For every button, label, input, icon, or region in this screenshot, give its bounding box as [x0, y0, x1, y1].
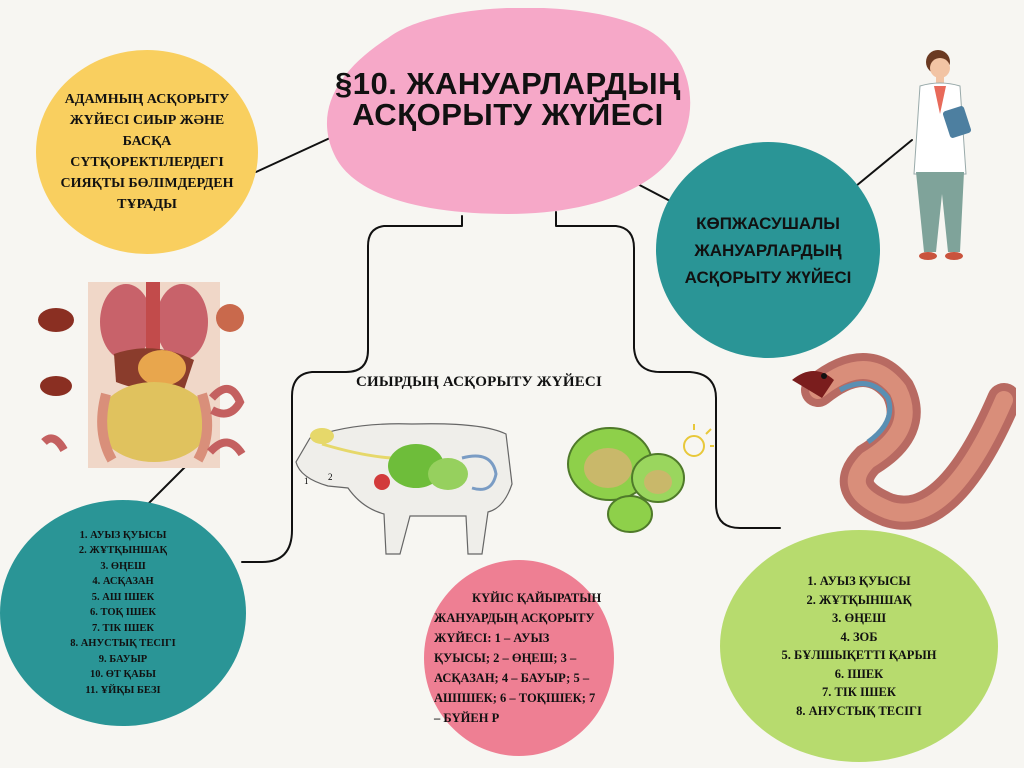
- list-item: 9. БАУЫР: [98, 653, 148, 665]
- list-item: 7. ТІК ІШЕК: [822, 685, 896, 699]
- list-item: 5. АШ ІШЕК: [91, 591, 155, 603]
- cow-section-label: СИЫРДЫҢ АСҚОРЫТУ ЖҮЙЕСІ: [356, 374, 602, 390]
- list-item: 6. ІШЕК: [834, 666, 884, 681]
- human-digestive-note-text: АДАМНЫҢ АСҚОРЫТУ ЖҮЙЕСІ СИЫР ЖӘНЕ БАСҚА …: [60, 92, 234, 212]
- title-blob: [327, 8, 691, 214]
- doctor-illustration: [913, 50, 972, 260]
- ruminant-digestive-note: КҮЙІС ҚАЙЫРАТЫН ЖАНУАРДЫҢ АСҚОРЫТУ ЖҮЙЕС…: [424, 560, 614, 756]
- list-item: 6. ТОҚ ІШЕК: [89, 607, 156, 619]
- list-item: 7. ТІК ІШЕК: [91, 622, 155, 634]
- list-item: 4. АСҚАЗАН: [92, 576, 154, 588]
- list-item: 10. ӨТ ҚАБЫ: [90, 669, 156, 681]
- ruminant-digestive-note-text: КҮЙІС ҚАЙЫРАТЫН ЖАНУАРДЫҢ АСҚОРЫТУ ЖҮЙЕС…: [434, 591, 602, 725]
- list-item: 4. ЗОБ: [840, 629, 878, 644]
- connector-title-to-human-note: [255, 137, 331, 173]
- list-item: 8. АНУСТЫҚ ТЕСІГІ: [70, 638, 176, 650]
- multicellular-animals-circle: КӨПЖАСУШАЛЫ ЖАНУАРЛАРДЫҢ АСҚОРЫТУ ЖҮЙЕСІ: [656, 142, 880, 358]
- list-item: 5. БҰЛШЫҚЕТТІ ҚАРЫН: [781, 648, 937, 662]
- ruminant-stomach-illustration: [567, 424, 714, 533]
- cow-digestive-diagram: 1 2: [295, 423, 513, 555]
- list-item: 11. ҰЙҚЫ БЕЗІ: [85, 684, 161, 696]
- cow-diagram-label-1: 1: [304, 476, 309, 486]
- list-item: 1. АУЫЗ ҚУЫСЫ: [79, 529, 167, 541]
- connector-title-to-cow: [241, 215, 463, 563]
- human-organs-illustration: [38, 282, 246, 468]
- earthworm-illustration: [792, 353, 1016, 530]
- list-item: 1. АУЫЗ ҚУЫСЫ: [807, 574, 911, 588]
- list-item: 2. ЖҰТҚЫНШАҚ: [806, 592, 912, 607]
- multicellular-animals-title: КӨПЖАСУШАЛЫ ЖАНУАРЛАРДЫҢ АСҚОРЫТУ ЖҮЙЕСІ: [684, 213, 852, 287]
- cow-diagram-label-2: 2: [328, 472, 333, 482]
- list-item: 3. ӨҢЕШ: [831, 611, 886, 625]
- connector-doctor-to-multicellular: [855, 139, 913, 187]
- list-item: 8. АНУСТЫҚ ТЕСІГІ: [796, 703, 922, 718]
- human-digestive-note: АДАМНЫҢ АСҚОРЫТУ ЖҮЙЕСІ СИЫР ЖӘНЕ БАСҚА …: [36, 50, 258, 254]
- worm-digestive-list: 1. АУЫЗ ҚУЫСЫ 2. ЖҰТҚЫНШАҚ 3. ӨҢЕШ 4. ЗО…: [720, 530, 998, 762]
- list-item: 3. ӨҢЕШ: [100, 560, 146, 572]
- list-item: 2. ЖҰТҚЫНШАҚ: [78, 545, 168, 557]
- connector-title-to-worm: [555, 211, 781, 529]
- human-digestive-list: 1. АУЫЗ ҚУЫСЫ 2. ЖҰТҚЫНШАҚ 3. ӨҢЕШ 4. АС…: [0, 500, 246, 726]
